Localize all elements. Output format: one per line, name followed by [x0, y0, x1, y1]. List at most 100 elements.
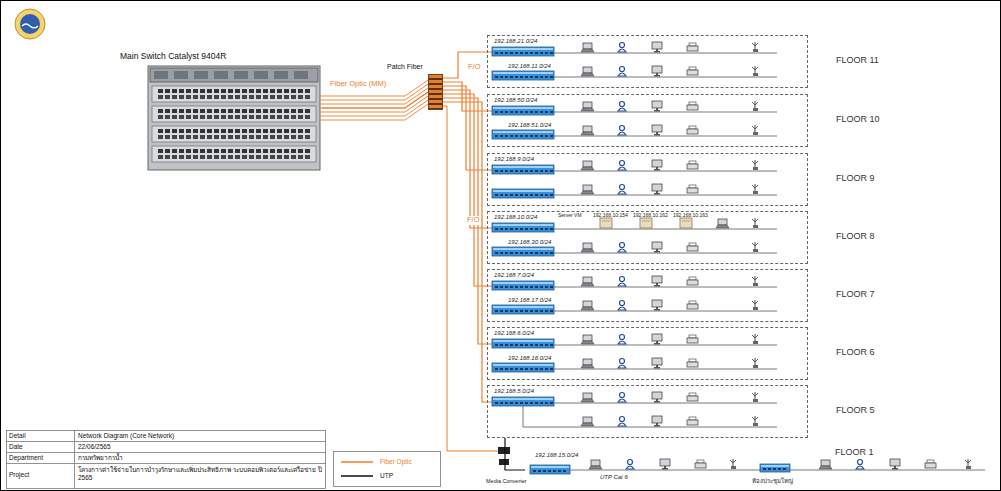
ap-antenna [752, 301, 758, 304]
server-slot [682, 221, 690, 222]
port [193, 115, 198, 119]
person-head [620, 161, 625, 166]
port [193, 135, 198, 139]
line-card [152, 146, 316, 162]
laptop-screen [583, 185, 592, 191]
pc-monitor [652, 334, 662, 341]
switch-port [550, 111, 553, 113]
switch-port [515, 344, 518, 346]
port [242, 95, 247, 99]
pc-base [654, 285, 660, 287]
table-rule [7, 463, 326, 464]
server-slot [602, 221, 610, 222]
pc-monitor [652, 276, 662, 283]
switch-port [545, 310, 548, 312]
fiber-bundle-line [320, 80, 428, 96]
person-icon [618, 67, 626, 77]
laptop-screen [583, 102, 592, 108]
person-icon [618, 126, 626, 136]
port [158, 95, 163, 99]
switch-port [500, 135, 503, 137]
switch-port [530, 368, 533, 370]
switch-port [768, 468, 771, 470]
switch-port [500, 344, 503, 346]
switch-icon [492, 247, 554, 256]
switch-port [545, 286, 548, 288]
pc-icon [652, 300, 662, 311]
pc-icon [652, 125, 662, 136]
printer-body [687, 396, 698, 401]
person-icon [856, 460, 864, 470]
switch-port [525, 111, 528, 113]
switch-icon [492, 305, 554, 314]
port [221, 115, 226, 119]
switch-icon [492, 165, 554, 174]
port [305, 115, 310, 119]
port [284, 135, 289, 139]
switch-port [510, 135, 513, 137]
pc-monitor [652, 125, 662, 132]
switch-port [520, 402, 523, 404]
switch-port [535, 286, 538, 288]
fiber-bundle-line [320, 92, 428, 108]
port [249, 129, 254, 133]
laptop-base [581, 167, 594, 170]
pc-icon [652, 242, 662, 253]
subnet-label: 192.168.9.0/24 [494, 156, 534, 163]
port [228, 149, 233, 153]
utp-line [554, 403, 777, 404]
switch-icon [492, 397, 554, 406]
port [277, 129, 282, 133]
utp-link [505, 438, 525, 470]
ap-icon [752, 125, 758, 135]
port [249, 95, 254, 99]
utp-line [554, 229, 777, 230]
ap-icon [752, 392, 758, 402]
switch-port [505, 252, 508, 254]
port [214, 135, 219, 139]
port [263, 109, 268, 113]
annotation-label: ห้องประชุมใหญ่ [752, 478, 793, 485]
port [298, 129, 303, 133]
switch-port [520, 170, 523, 172]
legend-fiber-sample [341, 461, 373, 463]
switch-port [563, 470, 566, 472]
line-card [152, 106, 316, 122]
laptop-screen [583, 161, 592, 167]
annotation-label: Media Converter [486, 478, 527, 484]
ap-body [753, 283, 758, 286]
person-body [618, 132, 626, 135]
fiber-link [443, 98, 487, 344]
table-rule [74, 431, 75, 489]
switch-port [500, 402, 503, 404]
switch-port [525, 194, 528, 196]
laptop-screen [583, 43, 592, 49]
ap-body [753, 341, 758, 344]
port [193, 149, 198, 153]
switch-port [530, 252, 533, 254]
port [221, 149, 226, 153]
switch-port [530, 228, 533, 230]
subnet-label: 192.168.17.0/24 [508, 297, 551, 304]
laptop-icon [716, 219, 729, 228]
node-heading: FLOOR 11 [836, 55, 879, 65]
laptop-base [581, 365, 594, 368]
floor-box: 192.168.7.0/24192.168.17.0/24FLOOR 7 [487, 269, 808, 322]
person-body [626, 466, 634, 469]
port [277, 149, 282, 153]
person-body [618, 249, 626, 252]
switch-icon [492, 71, 554, 80]
switch-port [550, 76, 553, 78]
printer-paper [689, 126, 696, 129]
switch-port [515, 194, 518, 196]
port [186, 115, 191, 119]
floor-box: 192.168.9.0/24FLOOR 9 [487, 153, 808, 206]
printer-icon [687, 161, 698, 169]
printer-body [695, 463, 706, 468]
person-head [620, 417, 625, 422]
subnet-label: 192.168.16.0/24 [508, 355, 551, 362]
port [214, 155, 219, 159]
switch-port [510, 344, 513, 346]
pc-monitor [652, 42, 662, 49]
